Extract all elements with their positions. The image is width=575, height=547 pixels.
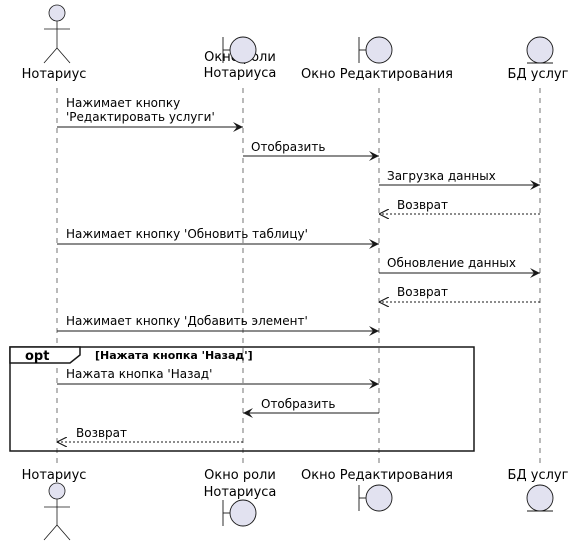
participant-label-line2: Нотариуса [204, 485, 277, 500]
participant-label: Нотариус [22, 67, 87, 82]
participant-label: Нотариус [22, 468, 87, 483]
message-label-line2: 'Редактировать услуги' [66, 110, 215, 124]
boundary-icon [222, 499, 257, 527]
fragment-frame [9, 346, 475, 452]
actor-icon [43, 482, 71, 541]
message-label: Нажимает кнопку 'Обновить таблицу' [66, 227, 308, 241]
fragment-condition: [Нажата кнопка 'Назад'] [95, 349, 253, 362]
participant-label: Окно Редактирования [301, 468, 453, 483]
message-10: Отобразить [243, 397, 379, 418]
fragment-tab [9, 346, 81, 364]
message-label: Возврат [397, 285, 448, 299]
message-7: Возврат [379, 285, 540, 302]
message-label: Отобразить [251, 140, 325, 154]
message-label: Возврат [76, 426, 127, 440]
message-label: Нажата кнопка 'Назад' [66, 367, 212, 381]
participant-label: БД услуг [508, 67, 569, 82]
boundary-icon [358, 36, 393, 64]
participant-edit-window-bottom: Окно Редактирования [301, 468, 453, 483]
message-11: Возврат [57, 426, 243, 442]
opt-fragment: opt [Нажата кнопка 'Назад'] [9, 346, 475, 452]
participant-db-bottom: БД услуг [508, 468, 569, 483]
message-label: Загрузка данных [387, 169, 496, 183]
message-label: Отобразить [261, 397, 335, 411]
entity-icon [526, 36, 554, 64]
participant-db-top: БД услуг [508, 67, 569, 82]
participant-notary-top: Нотариус [22, 4, 87, 82]
message-label: Нажимает кнопку 'Добавить элемент' [66, 314, 308, 328]
message-6: Обновление данных [379, 256, 540, 278]
participant-edit-window-top: Окно Редактирования [301, 67, 453, 82]
entity-icon [526, 484, 554, 512]
message-4: Возврат [379, 198, 540, 214]
boundary-icon [222, 36, 257, 64]
participant-notary-bottom: Нотариус [22, 468, 87, 541]
participant-label-line2: Нотариуса [204, 66, 277, 81]
participant-label: Окно Редактирования [301, 67, 453, 82]
message-2: Отобразить [243, 140, 379, 161]
message-1: Нажимает кнопку 'Редактировать услуги' [57, 96, 243, 132]
message-5: Нажимает кнопку 'Обновить таблицу' [57, 227, 379, 249]
message-label: Обновление данных [387, 256, 516, 270]
message-label: Возврат [397, 198, 448, 212]
message-9: Нажата кнопка 'Назад' [57, 367, 379, 389]
message-label-line1: Нажимает кнопку [66, 96, 180, 110]
participant-label-line1: Окно роли [204, 468, 276, 483]
participant-label: БД услуг [508, 468, 569, 483]
fragment-keyword: opt [25, 349, 49, 364]
participant-role-window-bottom: Окно роли Нотариуса [204, 468, 277, 500]
actor-icon [43, 4, 71, 64]
boundary-icon [358, 484, 393, 512]
lifelines [56, 88, 541, 463]
message-3: Загрузка данных [379, 169, 540, 190]
message-8: Нажимает кнопку 'Добавить элемент' [57, 314, 379, 336]
